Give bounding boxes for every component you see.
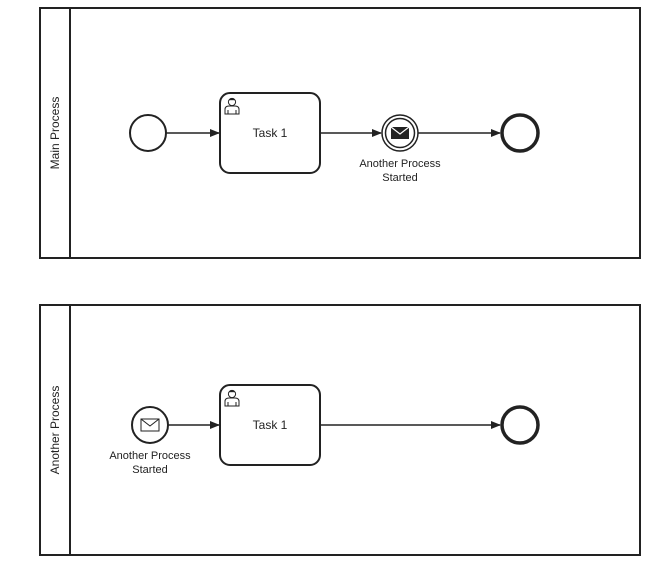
pool-label-another-process: Another Process — [48, 386, 62, 475]
envelope-icon — [140, 418, 160, 432]
pool-label-main-process: Main Process — [48, 97, 62, 170]
message-start-event[interactable] — [131, 406, 169, 444]
end-event[interactable] — [500, 405, 540, 445]
start-event[interactable] — [129, 114, 167, 152]
task-label: Task 1 — [253, 126, 288, 140]
event-label: Started — [382, 172, 417, 184]
intermediate-message-event[interactable] — [381, 114, 419, 152]
event-label: Started — [132, 464, 167, 476]
task-label: Task 1 — [253, 418, 288, 432]
end-event[interactable] — [500, 113, 540, 153]
user-task[interactable]: Task 1 — [219, 384, 321, 466]
envelope-icon — [390, 126, 410, 139]
event-label: Another Process — [359, 158, 441, 170]
pool-another-process[interactable]: Another Process — [39, 304, 641, 556]
user-task[interactable]: Task 1 — [219, 92, 321, 174]
event-label: Another Process — [109, 450, 191, 462]
